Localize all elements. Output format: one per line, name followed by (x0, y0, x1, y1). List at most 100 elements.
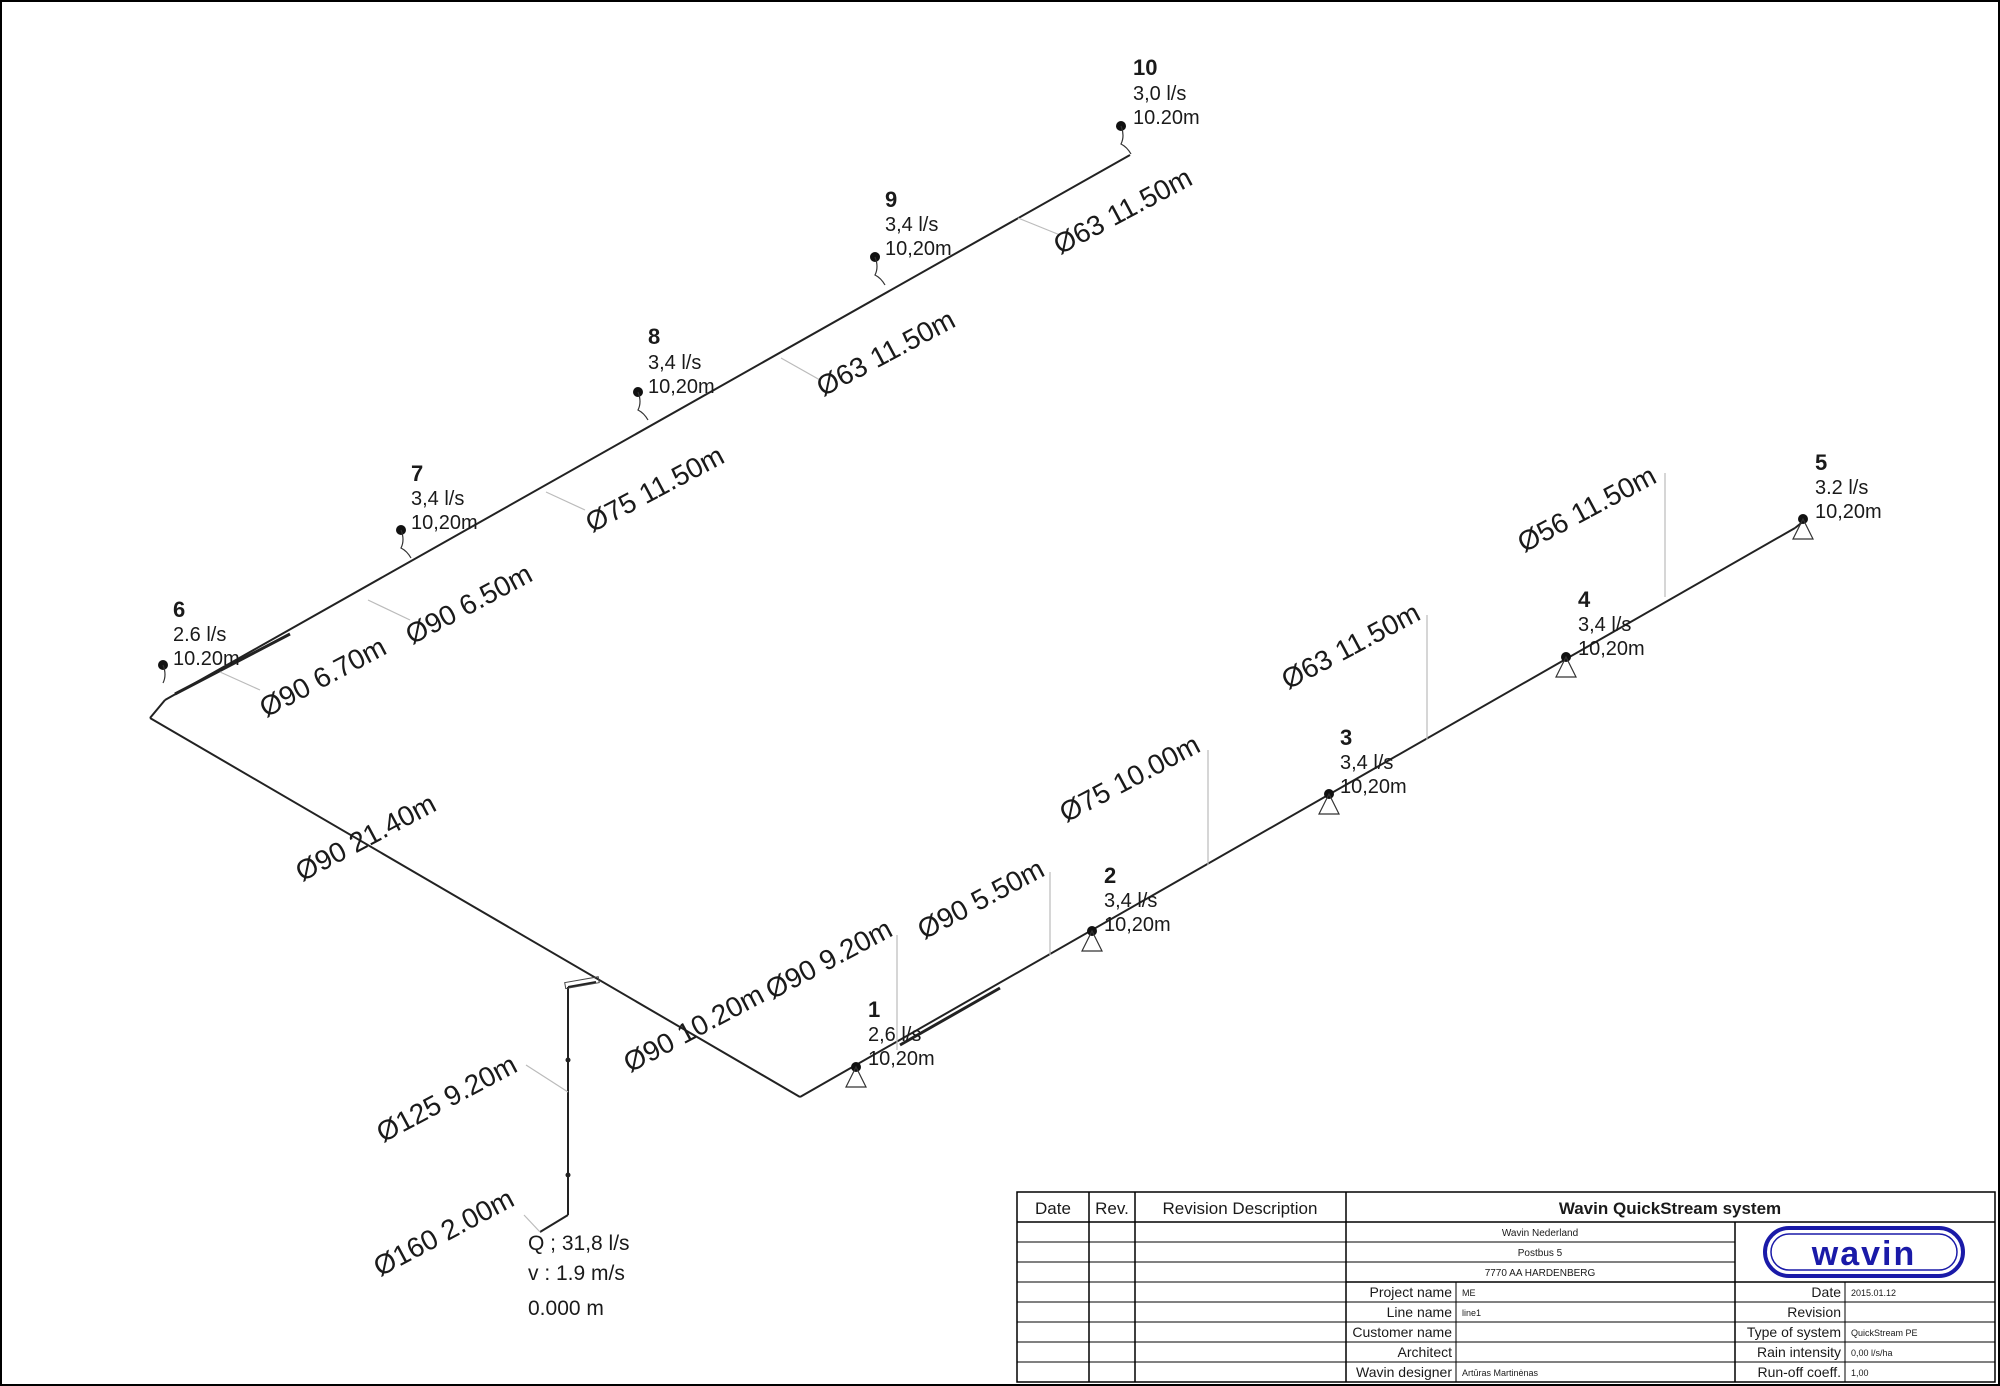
pipe-outlet (539, 1214, 569, 1233)
roof-outlet-5[interactable]: 5 3.2 l/s 10,20m (1792, 450, 1882, 540)
outlet-drop-icon (400, 529, 412, 559)
pipe-riser-top (567, 981, 597, 988)
title-block-frame (1016, 1191, 1996, 1383)
outlet-number: 4 (1578, 587, 1591, 612)
roof-outlet-1[interactable]: 1 2,6 l/s 10,20m (845, 997, 935, 1088)
system-title: Wavin QuickStream system (1559, 1199, 1781, 1218)
company-address: Postbus 5 (1518, 1248, 1563, 1259)
roof-outlet-3[interactable]: 3 3,4 l/s 10,20m (1318, 725, 1407, 815)
junction-tag (564, 976, 600, 990)
field-label-revision: Revision (1787, 1304, 1841, 1320)
outlet-flow: 3,4 l/s (1340, 752, 1393, 774)
outlet-height: 10,20m (885, 238, 952, 260)
outlet-height: 10,20m (1340, 776, 1407, 798)
outlet-flow: 2,6 l/s (868, 1024, 921, 1046)
wavin-logo: wavin (1763, 1226, 1965, 1278)
outlet-height: 10.20m (173, 648, 240, 670)
outlet-drop-icon (162, 664, 166, 684)
title-block: Date Rev. Revision Description Wavin Qui… (1016, 1191, 1996, 1383)
outlet-number: 1 (868, 997, 880, 1022)
outlet-drop-icon (1555, 655, 1577, 678)
outlet-drop-icon (1792, 517, 1814, 540)
roof-outlet-7[interactable]: 7 3,4 l/s 10,20m (396, 461, 478, 559)
segment-label[interactable]: Ø90 6.50m (400, 558, 537, 650)
outlet-drop-icon (874, 256, 886, 286)
field-value-date: 2015.01.12 (1851, 1288, 1896, 1298)
field-label-designer: Wavin designer (1356, 1364, 1452, 1380)
field-label-project: Project name (1370, 1284, 1453, 1300)
roof-outlets: 10 3,0 l/s 10.20m 9 3,4 l/s 10,20m 8 3,4… (158, 55, 1882, 1088)
pipe-main-diagonal[interactable] (149, 717, 801, 1098)
field-label-system-type: Type of system (1747, 1324, 1841, 1340)
riser-marker (565, 1172, 571, 1178)
roof-outlet-8[interactable]: 8 3,4 l/s 10,20m (633, 324, 715, 421)
segment-label[interactable]: Ø90 21.40m (290, 788, 441, 888)
outlet-drop-icon (1318, 792, 1340, 815)
field-label-line: Line name (1387, 1304, 1453, 1320)
segment-label[interactable]: Ø75 10.00m (1054, 729, 1205, 829)
outlet-number: 5 (1815, 450, 1827, 475)
field-value-line: line1 (1462, 1308, 1481, 1318)
outlet-drop-icon (637, 391, 649, 421)
collector-bar (174, 632, 291, 696)
field-value-rain-intensity: 0,00 l/s/ha (1851, 1348, 1893, 1358)
outlet-flow: 3,4 l/s (885, 214, 938, 236)
outlet-summary: Q ; 31,8 l/s v : 1.9 m/s 0.000 m (528, 1232, 630, 1320)
header-date: Date (1035, 1199, 1071, 1218)
header-rev: Rev. (1095, 1199, 1129, 1218)
field-label-customer: Customer name (1352, 1324, 1452, 1340)
outlet-height: 10,20m (411, 512, 478, 534)
outlet-flow: 3,4 l/s (1104, 890, 1157, 912)
segment-label[interactable]: Ø90 10.20m (618, 979, 769, 1079)
outlet-flow: 3.2 l/s (1815, 477, 1868, 499)
field-value-project: ME (1462, 1288, 1476, 1298)
outlet-flow: 3,0 l/s (1133, 83, 1186, 105)
roof-outlet-2[interactable]: 2 3,4 l/s 10,20m (1081, 863, 1171, 952)
company-city: 7770 AA HARDENBERG (1485, 1268, 1596, 1279)
segment-label[interactable]: Ø63 11.50m (1048, 162, 1197, 261)
pipe-upper-branch[interactable] (164, 154, 1131, 701)
roof-outlet-9[interactable]: 9 3,4 l/s 10,20m (870, 187, 952, 286)
outlet-drop-icon (1120, 125, 1132, 155)
field-value-system-type: QuickStream PE (1851, 1328, 1918, 1338)
field-label-date: Date (1811, 1284, 1841, 1300)
segment-label[interactable]: Ø160 2.00m (368, 1183, 519, 1283)
pipe-corner (149, 699, 166, 719)
outlet-height: 10,20m (1815, 501, 1882, 523)
segment-label[interactable]: Ø63 11.50m (811, 304, 960, 403)
outlet-level: 0.000 m (528, 1297, 604, 1320)
company-name: Wavin Nederland (1502, 1228, 1578, 1239)
outlet-height: 10,20m (868, 1048, 935, 1070)
pipe-lower-branch[interactable] (799, 527, 1796, 1098)
roof-outlet-10[interactable]: 10 3,0 l/s 10.20m (1116, 55, 1200, 155)
segment-label[interactable]: Ø90 5.50m (912, 853, 1049, 945)
outlet-velocity: v : 1.9 m/s (528, 1262, 625, 1285)
segment-label[interactable]: Ø125 9.20m (371, 1049, 522, 1149)
field-label-runoff: Run-off coeff. (1757, 1364, 1841, 1380)
segment-label[interactable]: Ø56 11.50m (1512, 460, 1661, 559)
outlet-flow: 3,4 l/s (1578, 614, 1631, 636)
outlet-drop-icon (1081, 929, 1103, 952)
outlet-number: 2 (1104, 863, 1116, 888)
segment-label[interactable]: Ø90 9.20m (760, 913, 897, 1005)
field-value-designer: Artūras Martinėnas (1462, 1368, 1539, 1378)
outlet-flow: 3,4 l/s (648, 352, 701, 374)
field-value-runoff: 1,00 (1851, 1368, 1869, 1378)
field-label-rain-intensity: Rain intensity (1757, 1344, 1841, 1360)
riser-marker (565, 1057, 571, 1063)
roof-outlet-4[interactable]: 4 3,4 l/s 10,20m (1555, 587, 1645, 678)
outlet-number: 6 (173, 597, 185, 622)
segment-labels: Ø63 11.50m Ø63 11.50m Ø75 11.50m Ø90 6.5… (254, 162, 1661, 1283)
roof-outlet-6[interactable]: 6 2.6 l/s 10.20m (158, 597, 240, 684)
segment-label[interactable]: Ø63 11.50m (1276, 597, 1425, 696)
segment-label[interactable]: Ø90 6.70m (254, 631, 391, 723)
segment-label[interactable]: Ø75 11.50m (580, 440, 729, 539)
outlet-flow: 2.6 l/s (173, 624, 226, 646)
outlet-flow: 3,4 l/s (411, 488, 464, 510)
collector-bar (899, 986, 1001, 1047)
header-revision-description: Revision Description (1163, 1199, 1318, 1218)
outlet-height: 10,20m (1578, 638, 1645, 660)
outlet-drop-icon (845, 1065, 867, 1088)
outlet-height: 10,20m (1104, 914, 1171, 936)
